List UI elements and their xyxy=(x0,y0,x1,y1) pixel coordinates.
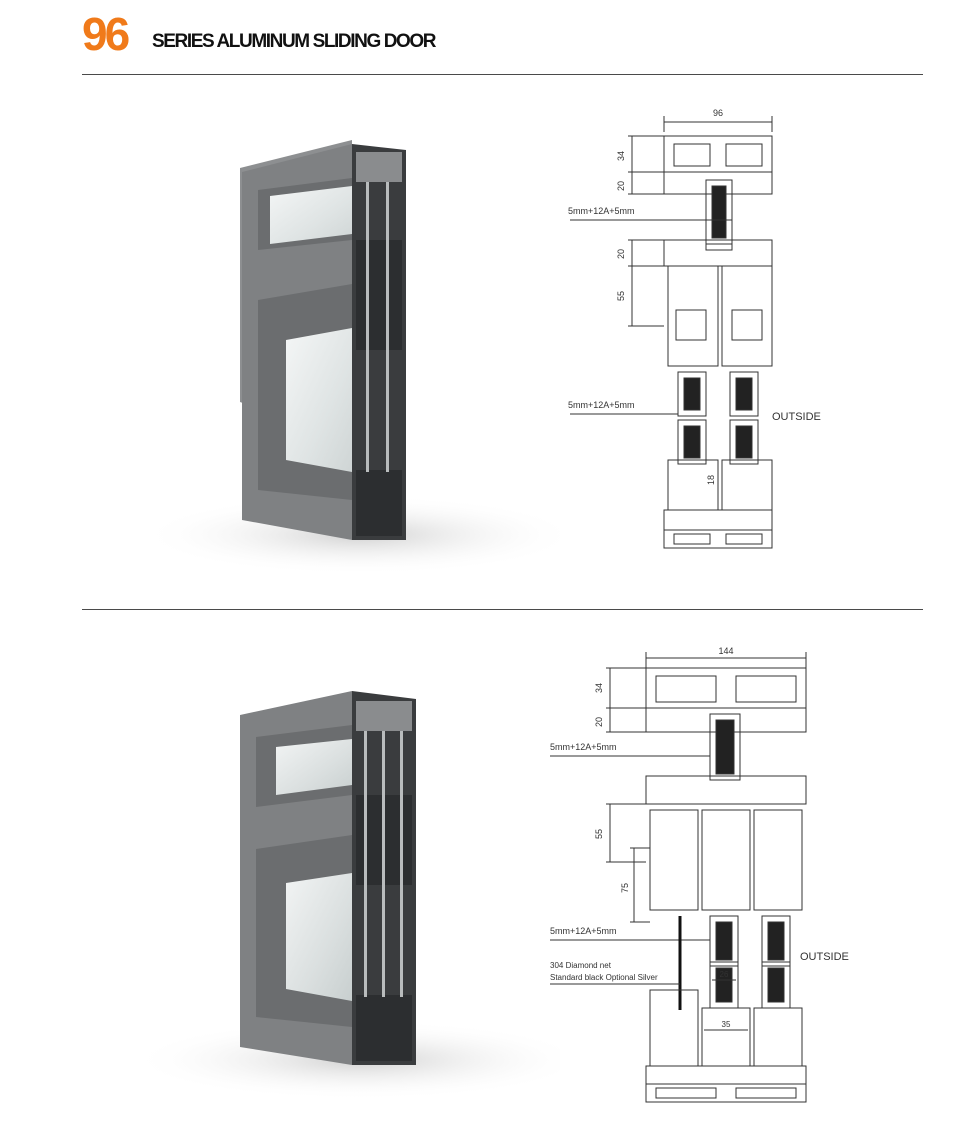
dim-label-a: 34 xyxy=(594,683,604,693)
glass-edge-2 xyxy=(382,731,385,997)
glass-label-top: 5mm+12A+5mm xyxy=(550,742,617,752)
sash-right-chamber xyxy=(731,309,763,341)
bottom-chamber-r xyxy=(725,533,763,545)
sash-2-upper xyxy=(701,809,751,911)
glass-seal-top xyxy=(715,719,735,775)
profile-top-block xyxy=(356,152,402,182)
door-render-2 xyxy=(130,691,560,1100)
glass-unit-top xyxy=(709,713,741,781)
series-title: SERIES ALUMINUM SLIDING DOOR xyxy=(152,31,437,52)
glass-label-mid: 5mm+12A+5mm xyxy=(568,400,635,410)
glass-edge-2 xyxy=(386,182,389,472)
dim-label-f: 35 xyxy=(722,1020,731,1029)
top-glass-pane xyxy=(270,186,352,244)
profile-top-block xyxy=(356,701,412,731)
sash-left-upper xyxy=(667,265,719,367)
bottom-chamber-r xyxy=(735,1087,797,1099)
transom-profile xyxy=(645,775,807,805)
top-frame-chamber-r xyxy=(725,143,763,167)
glass-seal-top xyxy=(711,185,727,239)
dim-label-b: 20 xyxy=(594,717,604,727)
top-frame-chamber-r xyxy=(735,675,797,703)
transom-glass-seat xyxy=(705,219,733,251)
dim-label-a: 34 xyxy=(616,151,626,161)
glass-seal-low-r xyxy=(735,425,753,459)
top-frame-chamber-l xyxy=(655,675,717,703)
glass-unit-mid-r xyxy=(729,371,759,417)
bottom-chamber-l xyxy=(673,533,711,545)
sash-1-lower xyxy=(649,989,699,1067)
net-label-1: 304 Diamond net xyxy=(550,961,612,970)
glass-unit-top xyxy=(705,179,733,245)
glass-seal-low-2 xyxy=(715,967,733,1003)
sash-right-upper xyxy=(721,265,773,367)
glass-unit-mid-l xyxy=(677,371,707,417)
glass-edge-1 xyxy=(366,182,369,472)
sash-right-lower xyxy=(721,459,773,511)
dim-label-c: 20 xyxy=(616,249,626,259)
glass-seal-low-3 xyxy=(767,967,785,1003)
middle-divider xyxy=(82,609,923,610)
width-dim-label: 96 xyxy=(713,108,723,118)
bottom-frame xyxy=(645,1083,807,1103)
dim-label-d: 55 xyxy=(616,291,626,301)
glass-label-mid: 5mm+12A+5mm xyxy=(550,926,617,936)
section-drawing-2: 144 34 20 5mm+12A+5mm 55 75 5mm+12A+5mm … xyxy=(550,646,849,1103)
sash-3-lower xyxy=(753,1007,803,1067)
net-label-2: Standard black Optional Silver xyxy=(550,973,658,982)
width-dim-label: 144 xyxy=(718,646,733,656)
glass-seal-mid-2 xyxy=(715,921,733,961)
glass-seal-mid-3 xyxy=(767,921,785,961)
bottom-glass-pane xyxy=(286,873,352,1001)
profile-mid-block xyxy=(356,240,402,350)
sash-1-upper xyxy=(649,809,699,911)
dim-label-c: 55 xyxy=(594,829,604,839)
glass-label-top: 5mm+12A+5mm xyxy=(568,206,635,216)
outside-label: OUTSIDE xyxy=(800,951,849,963)
sash-2-lower xyxy=(701,1007,751,1067)
profile-bottom-block xyxy=(356,470,402,536)
bottom-chamber-l xyxy=(655,1087,717,1099)
bottom-track xyxy=(645,1065,807,1085)
profile-bottom-block xyxy=(356,995,412,1061)
glass-unit-mid-2 xyxy=(709,915,739,967)
dim-label-d: 75 xyxy=(620,883,630,893)
top-frame-chamber-l xyxy=(673,143,711,167)
dim-label-b: 20 xyxy=(616,181,626,191)
dim-label-e: 26 xyxy=(720,970,729,979)
glass-seal-mid-l xyxy=(683,377,701,411)
series-number: 96 xyxy=(82,8,130,60)
bottom-track xyxy=(663,509,773,531)
glass-seal-mid-r xyxy=(735,377,753,411)
glass-edge-3 xyxy=(400,731,403,997)
top-frame-profile xyxy=(663,135,773,173)
sash-left-chamber xyxy=(675,309,707,341)
bottom-glass-pane xyxy=(286,328,352,472)
bottom-frame xyxy=(663,529,773,549)
top-divider xyxy=(82,74,923,75)
glass-edge-1 xyxy=(364,731,367,997)
glass-unit-mid-3 xyxy=(761,915,791,967)
glass-unit-low-r xyxy=(729,419,759,465)
glass-unit-low-l xyxy=(677,419,707,465)
glass-seal-low-l xyxy=(683,425,701,459)
door-render-1 xyxy=(140,140,560,575)
dim-label-e: 18 xyxy=(706,475,716,485)
section-drawing-1: 96 34 20 5mm+12A+5mm 20 55 5mm+12A+5mm O… xyxy=(568,108,821,549)
top-glass-pane xyxy=(276,739,352,795)
outside-label: OUTSIDE xyxy=(772,411,821,423)
sash-3-upper xyxy=(753,809,803,911)
